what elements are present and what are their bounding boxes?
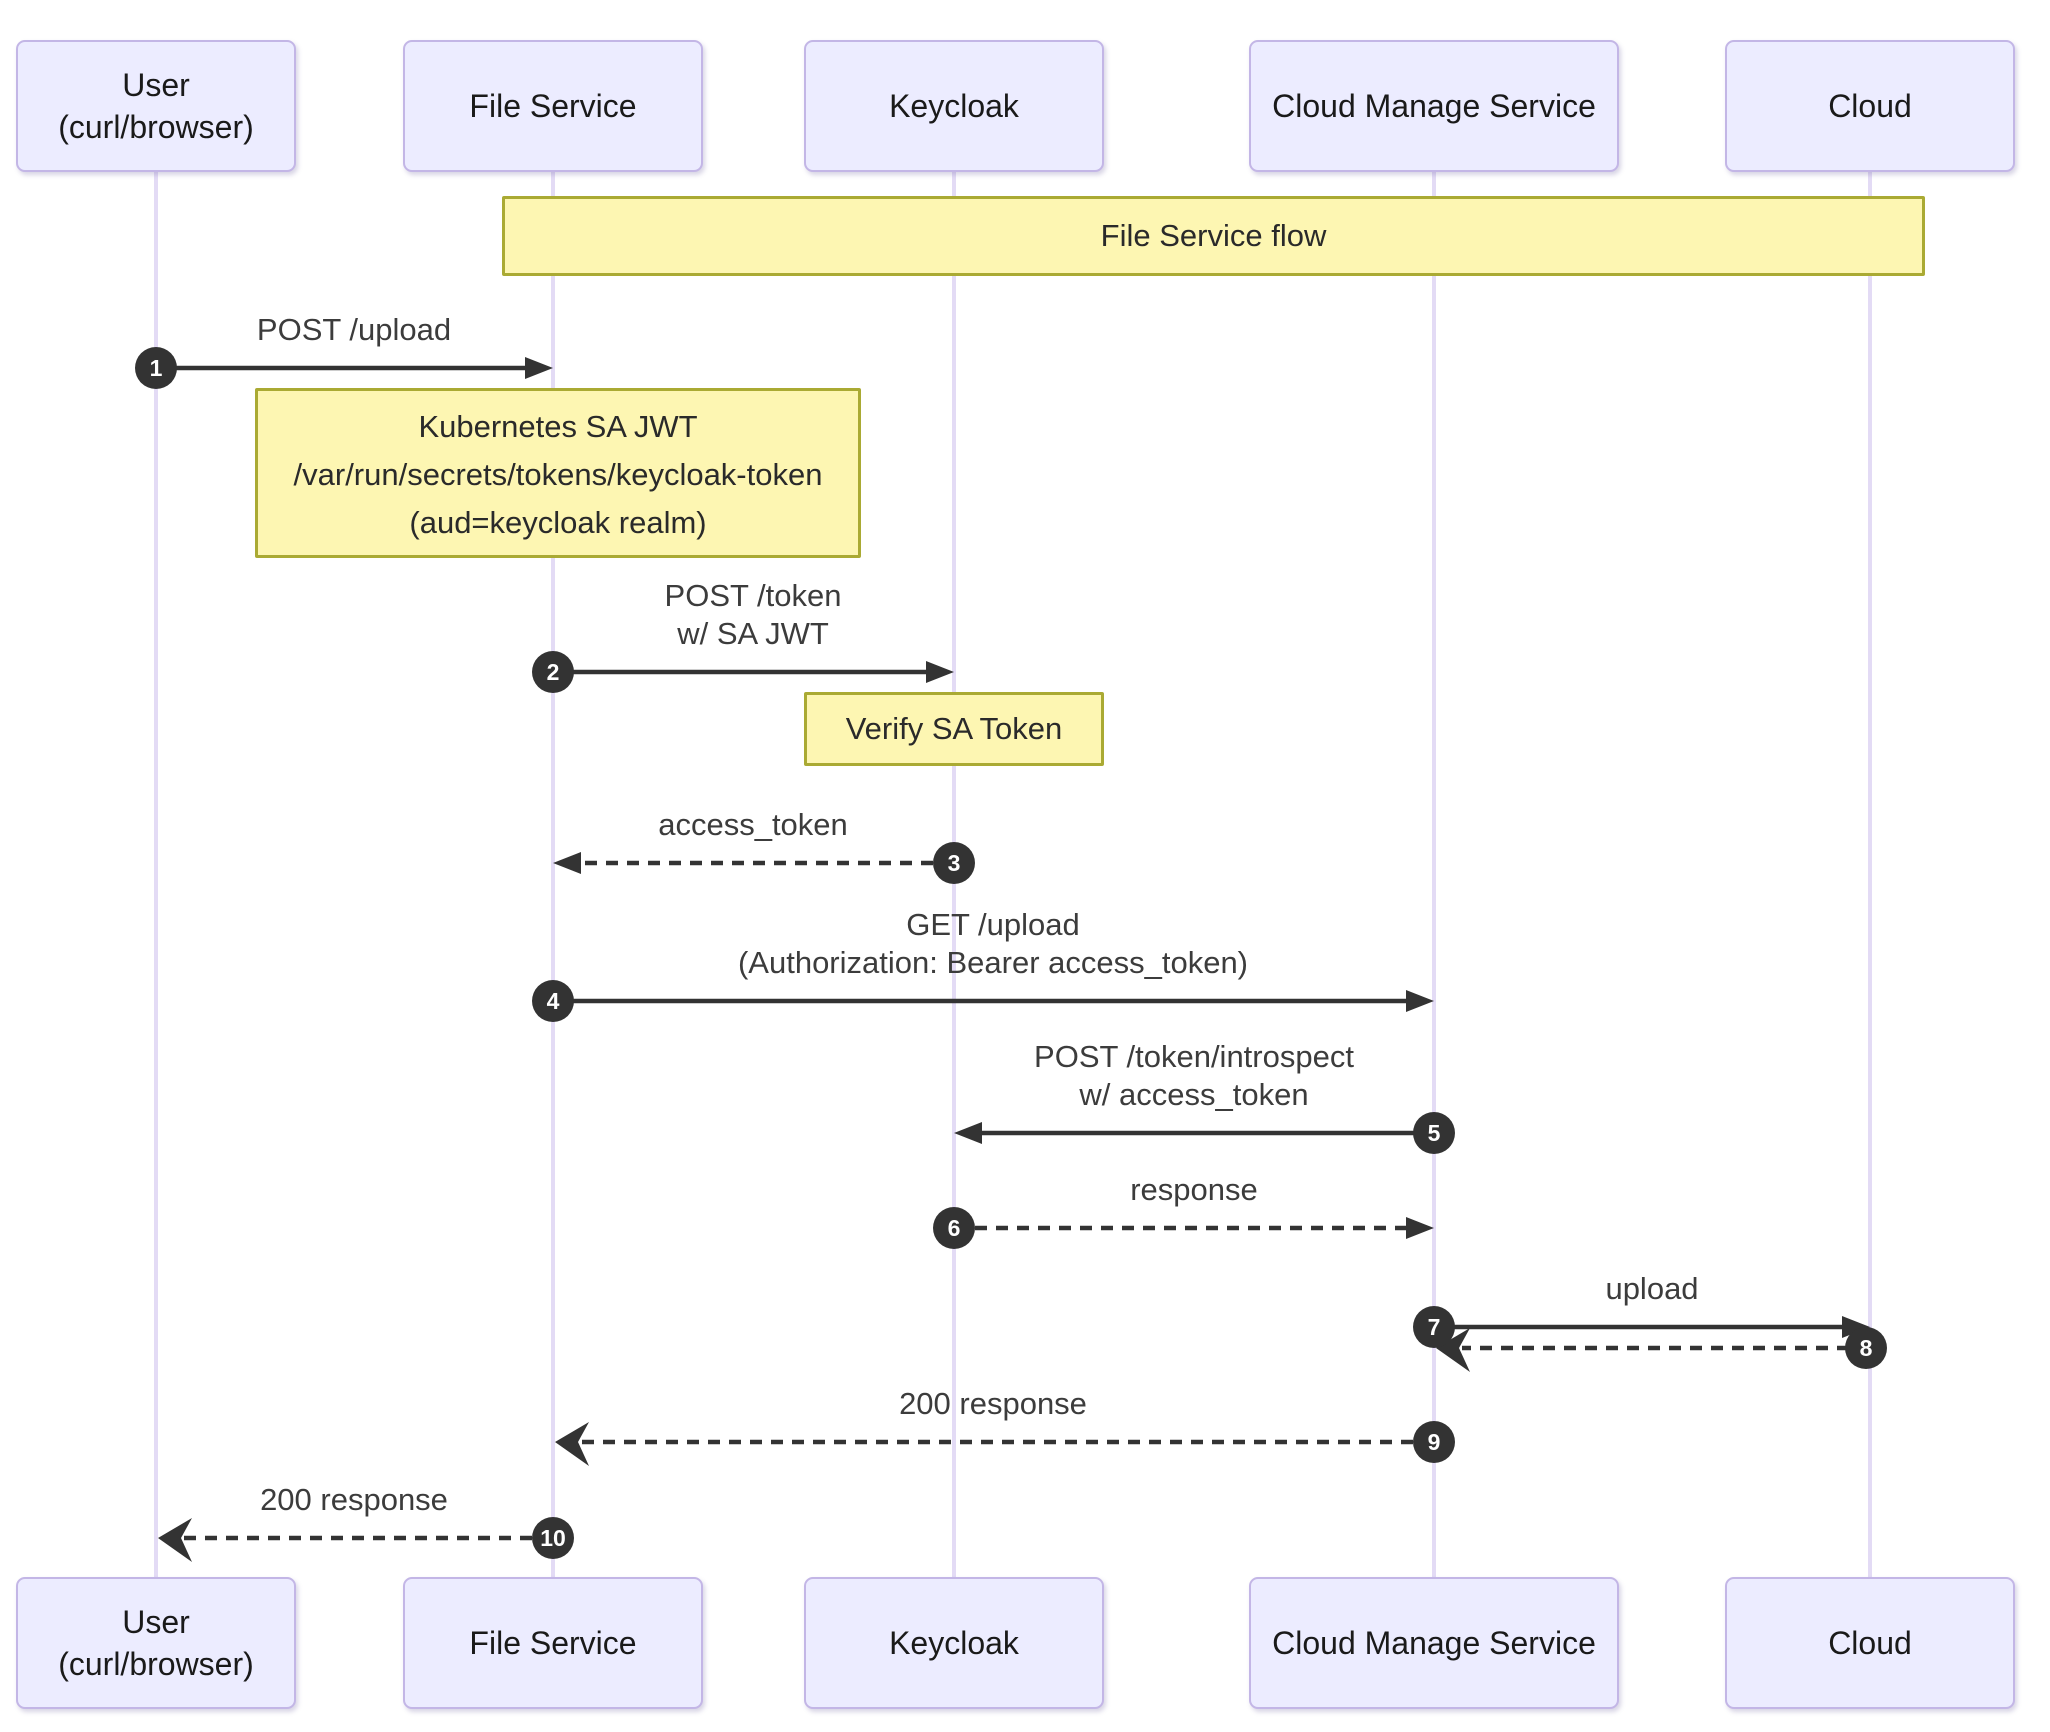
message-label-9: 200 response [899,1386,1087,1421]
seq-badge-2: 2 [532,651,574,693]
message-label-10: 200 response [260,1482,448,1517]
lifeline-file-service [551,172,555,1577]
arrowhead-6 [1406,1217,1434,1239]
message-label-2: POST /token w/ SA JWT [664,578,842,651]
arrowhead-4 [1406,990,1434,1012]
message-label-7: upload [1605,1271,1699,1306]
actor-cloud-manage-service-top: Cloud Manage Service [1249,40,1619,172]
actor-cloud-top: Cloud [1725,40,2015,172]
arrowhead-3 [553,852,581,874]
seq-badge-1: 1 [135,347,177,389]
arrowhead-2 [926,661,954,683]
seq-badge-8: 8 [1845,1327,1887,1369]
arrowhead-10 [158,1518,192,1562]
actor-cloud-bottom: Cloud [1725,1577,2015,1709]
actor-user-bottom: User (curl/browser) [16,1577,296,1709]
seq-badge-7: 7 [1413,1306,1455,1348]
note-verify-sa-token: Verify SA Token [804,692,1104,766]
actor-keycloak-bottom: Keycloak [804,1577,1104,1709]
note-kubernetes-sa-jwt: Kubernetes SA JWT /var/run/secrets/token… [255,388,861,558]
note-file-service-flow: File Service flow [502,196,1925,276]
lifeline-user [154,172,158,1577]
seq-badge-10: 10 [532,1517,574,1559]
arrowhead-1 [525,357,553,379]
actor-file-service-top: File Service [403,40,703,172]
actor-user-top: User (curl/browser) [16,40,296,172]
message-label-1: POST /upload [256,312,452,347]
arrowhead-5 [954,1122,982,1144]
seq-badge-4: 4 [532,980,574,1022]
seq-badge-9: 9 [1413,1421,1455,1463]
actor-cloud-manage-service-bottom: Cloud Manage Service [1249,1577,1619,1709]
arrowhead-9 [555,1422,589,1466]
seq-badge-5: 5 [1413,1112,1455,1154]
lifeline-cloud [1868,172,1872,1577]
message-label-5: POST /token/introspect w/ access_token [1034,1039,1354,1112]
actor-file-service-bottom: File Service [403,1577,703,1709]
arrowhead-7 [1842,1316,1870,1338]
message-label-3: access_token [658,807,848,842]
seq-badge-3: 3 [933,842,975,884]
message-label-6: response [1130,1172,1258,1207]
message-label-4: GET /upload (Authorization: Bearer acces… [737,907,1249,980]
actor-keycloak-top: Keycloak [804,40,1104,172]
arrowhead-8 [1436,1328,1470,1372]
seq-badge-6: 6 [933,1207,975,1249]
lifeline-cloud-manage-service [1432,172,1436,1577]
